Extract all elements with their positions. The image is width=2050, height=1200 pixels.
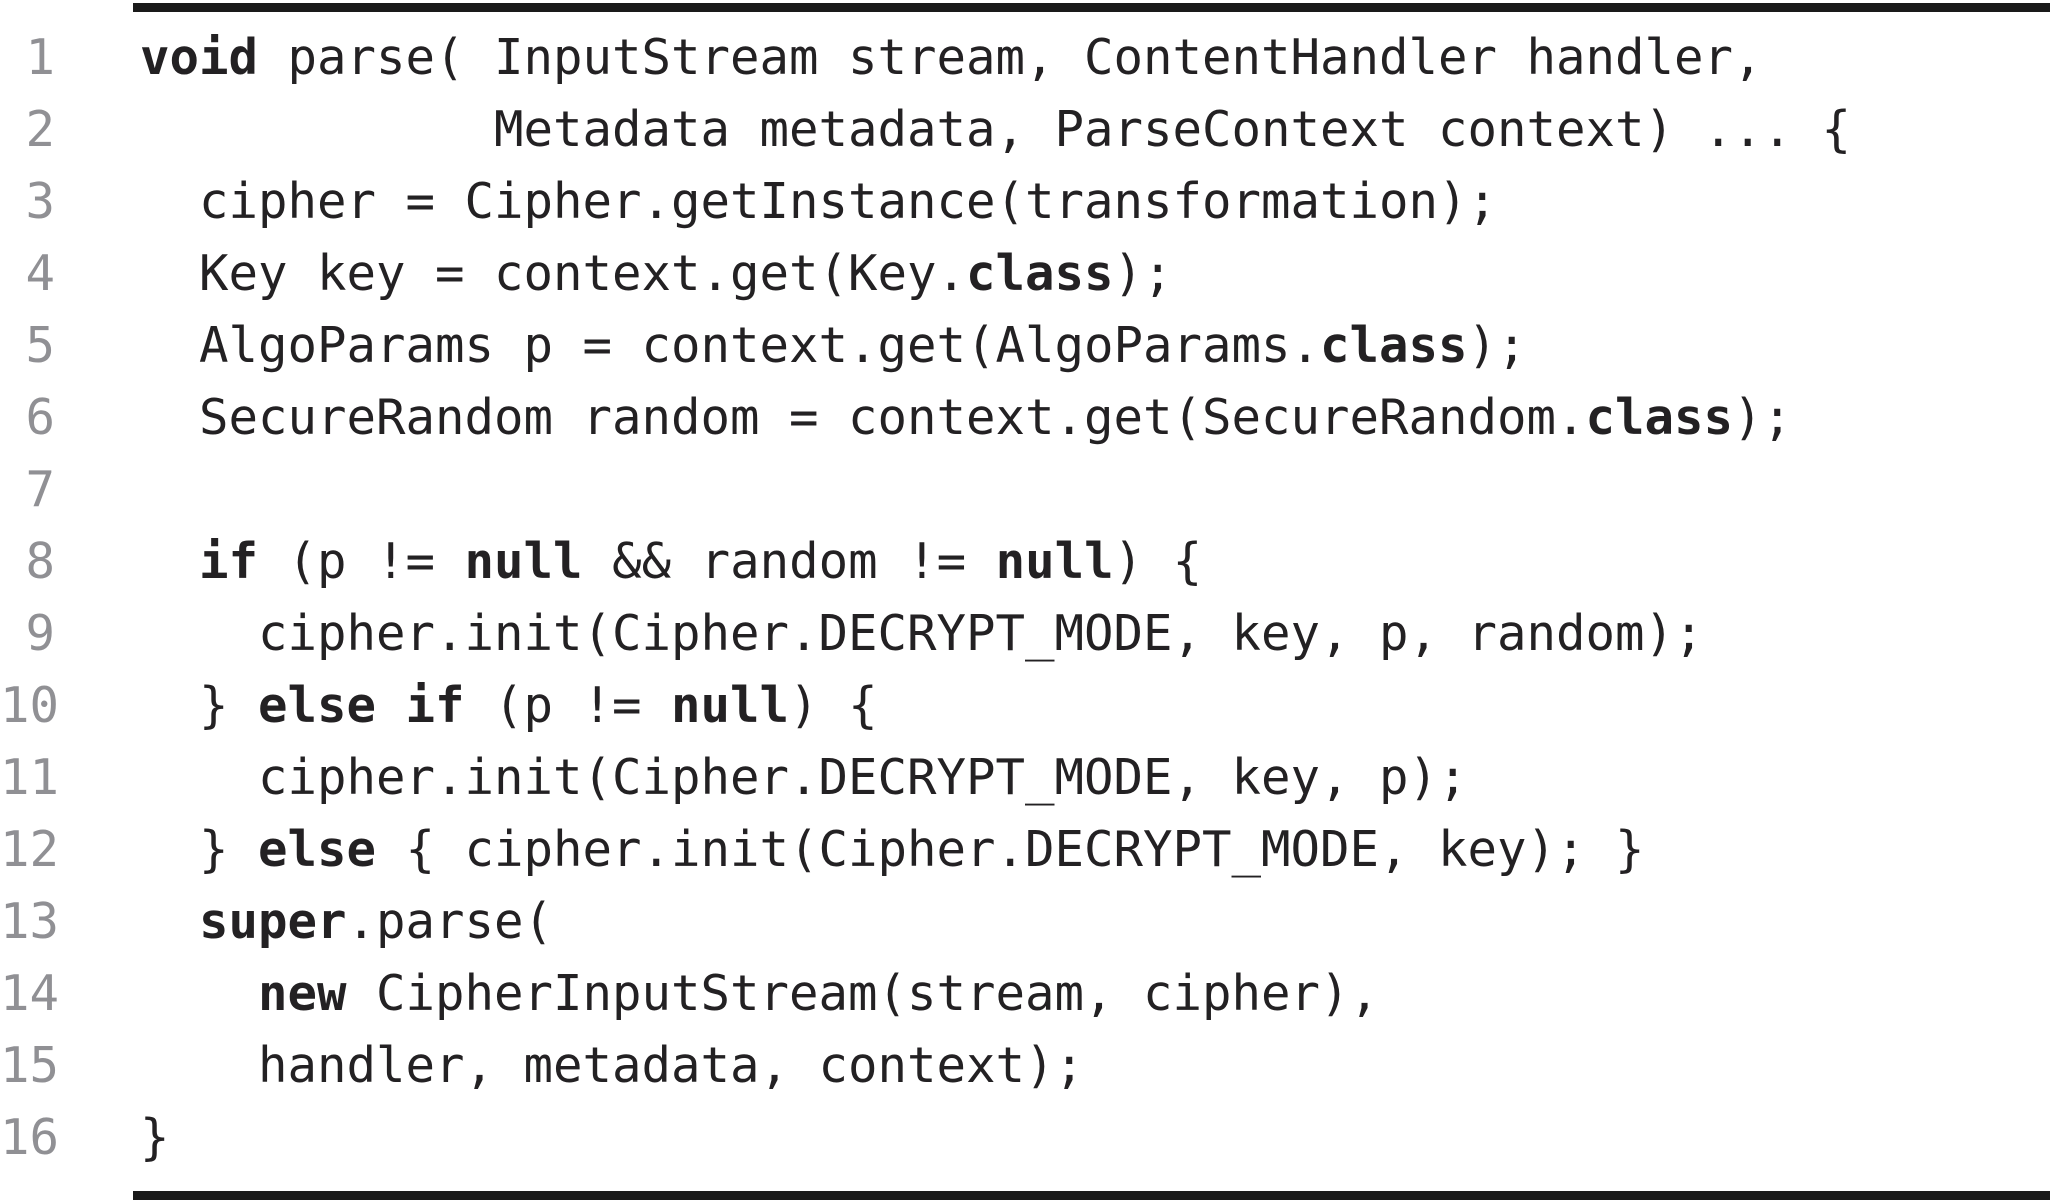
code-fragment (140, 533, 199, 590)
line-number: 11 (0, 749, 60, 806)
code-fragment: AlgoParams p = context.get(AlgoParams. (140, 317, 1321, 374)
code-text: cipher.init(Cipher.DECRYPT_MODE, key, p,… (55, 598, 1704, 670)
code-text: cipher = Cipher.getInstance(transformati… (55, 166, 1497, 238)
code-text: Key key = context.get(Key.class); (55, 238, 1173, 310)
code-text: handler, metadata, context); (55, 1030, 1084, 1102)
code-text (55, 454, 140, 526)
code-fragment: Key key = context.get(Key. (140, 245, 967, 302)
line-number: 1 (25, 29, 55, 86)
keyword: null (464, 533, 583, 590)
keyword: else (258, 821, 377, 878)
code-fragment: cipher = Cipher.getInstance(transformati… (140, 173, 1498, 230)
code-fragment: handler, metadata, context); (140, 1037, 1085, 1094)
line-number: 15 (0, 1037, 60, 1094)
code-line: 4 Key key = context.get(Key.class); (0, 238, 2050, 310)
code-text: new CipherInputStream(stream, cipher), (55, 958, 1379, 1030)
code-fragment: parse( InputStream stream, ContentHandle… (258, 29, 1763, 86)
code-fragment: .parse( (346, 893, 554, 950)
code-fragment: } (140, 1109, 170, 1166)
code-line: 11 cipher.init(Cipher.DECRYPT_MODE, key,… (0, 742, 2050, 814)
code-fragment: ); (1113, 245, 1173, 302)
keyword: super (199, 893, 347, 950)
code-line: 15 handler, metadata, context); (0, 1030, 2050, 1102)
code-line: 8 if (p != null && random != null) { (0, 526, 2050, 598)
keyword: null (995, 533, 1114, 590)
code-text: Metadata metadata, ParseContext context)… (55, 94, 1851, 166)
code-line: 7 (0, 454, 2050, 526)
line-number: 7 (25, 461, 55, 518)
code-line: 9 cipher.init(Cipher.DECRYPT_MODE, key, … (0, 598, 2050, 670)
keyword: else if (258, 677, 465, 734)
keyword: null (671, 677, 790, 734)
code-line: 16} (0, 1102, 2050, 1174)
line-number: 2 (25, 101, 55, 158)
keyword: void (140, 29, 259, 86)
code-line: 10 } else if (p != null) { (0, 670, 2050, 742)
line-number: 14 (0, 965, 60, 1022)
line-number: 12 (0, 821, 60, 878)
line-number: 3 (25, 173, 55, 230)
code-fragment: ) { (789, 677, 878, 734)
code-fragment: Metadata metadata, ParseContext context)… (140, 101, 1852, 158)
line-number: 8 (25, 533, 55, 590)
code-fragment: { cipher.init(Cipher.DECRYPT_MODE, key);… (376, 821, 1645, 878)
code-fragment: SecureRandom random = context.get(Secure… (140, 389, 1586, 446)
code-line: 3 cipher = Cipher.getInstance(transforma… (0, 166, 2050, 238)
line-number: 5 (25, 317, 55, 374)
code-fragment: ); (1467, 317, 1527, 374)
code-fragment: ); (1733, 389, 1793, 446)
code-text: cipher.init(Cipher.DECRYPT_MODE, key, p)… (55, 742, 1468, 814)
code-line: 2 Metadata metadata, ParseContext contex… (0, 94, 2050, 166)
code-text: } else { cipher.init(Cipher.DECRYPT_MODE… (55, 814, 1645, 886)
keyword: class (966, 245, 1114, 302)
keyword: class (1585, 389, 1734, 446)
code-text: void parse( InputStream stream, ContentH… (55, 22, 1763, 94)
code-text: if (p != null && random != null) { (55, 526, 1202, 598)
keyword: new (258, 965, 347, 1022)
listing-top-rule (133, 3, 2050, 12)
line-number: 10 (0, 677, 60, 734)
keyword: class (1320, 317, 1468, 374)
code-fragment: } (140, 821, 259, 878)
code-text: } else if (p != null) { (55, 670, 878, 742)
code-line: 5 AlgoParams p = context.get(AlgoParams.… (0, 310, 2050, 382)
code-fragment: CipherInputStream(stream, cipher), (346, 965, 1380, 1022)
code-line: 14 new CipherInputStream(stream, cipher)… (0, 958, 2050, 1030)
code-text: super.parse( (55, 886, 553, 958)
line-number: 13 (0, 893, 60, 950)
line-number: 9 (25, 605, 55, 662)
code-fragment: && random != (582, 533, 996, 590)
code-fragment: ) { (1113, 533, 1203, 590)
code-fragment: cipher.init(Cipher.DECRYPT_MODE, key, p)… (140, 749, 1468, 806)
code-text: AlgoParams p = context.get(AlgoParams.cl… (55, 310, 1527, 382)
code-line: 12 } else { cipher.init(Cipher.DECRYPT_M… (0, 814, 2050, 886)
code-fragment: (p != (464, 677, 672, 734)
line-number: 4 (25, 245, 55, 302)
code-fragment: (p != (258, 533, 465, 590)
keyword: if (199, 533, 259, 590)
line-number: 16 (0, 1109, 60, 1166)
code-text: SecureRandom random = context.get(Secure… (55, 382, 1792, 454)
code-fragment (140, 965, 258, 1022)
code-line: 13 super.parse( (0, 886, 2050, 958)
code-fragment: } (140, 677, 259, 734)
code-fragment: cipher.init(Cipher.DECRYPT_MODE, key, p,… (140, 605, 1704, 662)
code-fragment (140, 893, 199, 950)
listing-bottom-rule (133, 1191, 2050, 1200)
code-line: 6 SecureRandom random = context.get(Secu… (0, 382, 2050, 454)
code-text: } (55, 1102, 170, 1174)
line-number: 6 (25, 389, 55, 446)
